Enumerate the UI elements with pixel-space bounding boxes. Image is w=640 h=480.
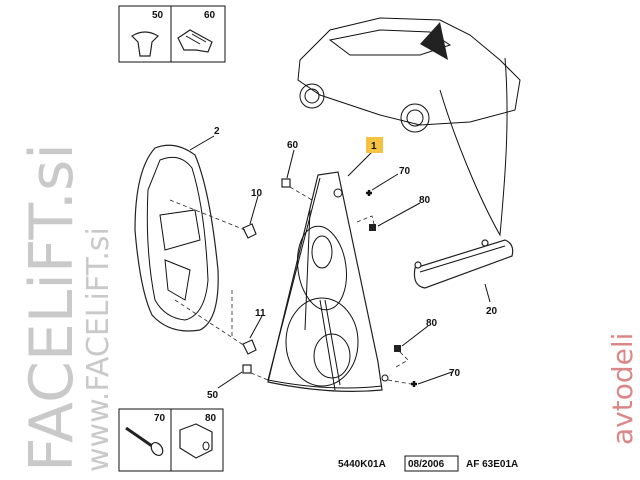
footer-ref: AF 63E01A (466, 459, 518, 470)
callout-70-top: 70 (399, 166, 411, 177)
retaining-clip-icon (177, 29, 213, 53)
lamp-holder-part-2 (134, 144, 219, 332)
footer-code: 5440K01A (338, 459, 386, 470)
car-illustration (297, 17, 521, 237)
callout-80-bottom: 80 (426, 318, 438, 329)
callout-60: 60 (287, 140, 299, 151)
callout-11: 11 (255, 308, 266, 319)
reflector-part-20 (413, 239, 514, 289)
bulb-11-icon (242, 339, 257, 355)
watermark-url: www.FACELiFT.si (81, 227, 116, 472)
nut-80-bottom-icon (394, 345, 401, 352)
inset-label-70: 70 (154, 413, 166, 424)
clip-60-icon (281, 178, 291, 188)
callout-1[interactable]: 1 (371, 141, 377, 152)
inset-label-60: 60 (204, 10, 216, 21)
footer-date-box (404, 455, 459, 472)
watermark-secondary: avtodeli (606, 333, 639, 445)
tail-lamp-part-1 (267, 171, 389, 392)
inset-box-bottom: 70 80 (118, 408, 224, 472)
screw-70-top-icon (366, 190, 372, 196)
callout-2: 2 (214, 126, 220, 137)
callout-80-top: 80 (419, 195, 431, 206)
nut-80-top-icon (369, 224, 376, 231)
callout-10: 10 (251, 188, 263, 199)
callout-50: 50 (207, 390, 219, 401)
screw-icon (125, 426, 164, 457)
callout-20: 20 (486, 306, 498, 317)
screw-70-bottom-icon (411, 381, 417, 387)
inset-box-top: 50 60 (118, 5, 226, 63)
inset-label-80: 80 (205, 413, 217, 424)
hex-nut-icon (179, 423, 213, 459)
inset-label-50: 50 (152, 10, 164, 21)
clip-icon (131, 31, 159, 57)
leader-lines (189, 135, 491, 389)
clip-50-icon (242, 364, 252, 374)
callout-1-highlight (366, 137, 383, 153)
bulb-10-icon (242, 223, 257, 239)
footer-date: 08/2006 (408, 459, 445, 470)
watermark-main: FACELiFT.si (17, 143, 87, 472)
callout-70-bottom: 70 (449, 368, 461, 379)
